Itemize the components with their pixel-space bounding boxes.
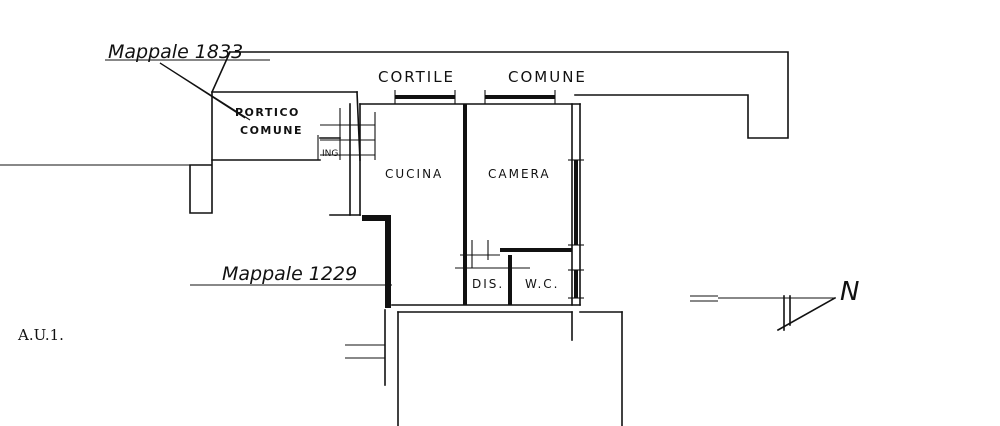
cortile-label: CORTILE	[378, 68, 455, 86]
lower-corridor	[345, 309, 623, 426]
comune-label: COMUNE	[508, 68, 587, 86]
cucina-label: CUCINA	[385, 167, 443, 181]
sheet-code-label: A.U.1.	[17, 326, 64, 344]
portico-comune-label: COMUNE	[240, 124, 303, 137]
wc-label: W.C.	[525, 277, 560, 291]
disimpegno-label: DIS.	[472, 277, 504, 291]
north-label: N	[840, 277, 859, 307]
camera-label: CAMERA	[488, 167, 551, 181]
entrance-marks	[317, 108, 376, 160]
window-marks-top	[394, 90, 556, 104]
thick-boundary-wall	[362, 215, 391, 308]
courtyard-outline	[189, 50, 789, 214]
mappale-1229-label: Mappale 1229	[222, 263, 357, 285]
window-marks-right	[568, 159, 584, 299]
mappale-1833-label: Mappale 1833	[108, 41, 243, 63]
mappale-1833-leader	[105, 59, 270, 121]
portico-label: PORTICO	[235, 106, 300, 119]
ingresso-label: ING.	[322, 149, 341, 159]
door-marks	[455, 240, 530, 269]
interior-partitions	[463, 104, 572, 305]
apartment-walls	[329, 103, 581, 306]
north-arrow-icon	[690, 295, 837, 332]
